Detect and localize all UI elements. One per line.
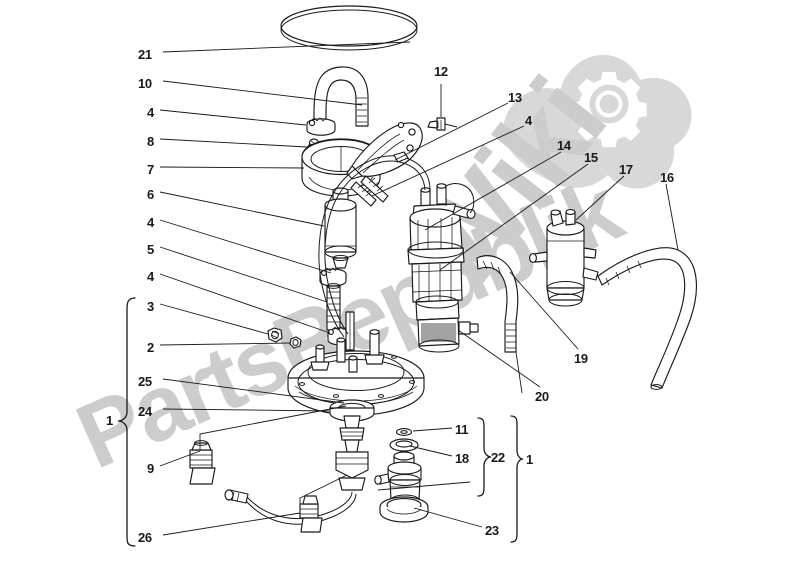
- part-4-clamp-upper: [306, 117, 336, 136]
- part-4-corrugated-tube: [326, 283, 341, 331]
- callout-1-left: 1: [106, 413, 113, 428]
- callout-7: 7: [147, 162, 154, 177]
- callout-24: 24: [138, 404, 152, 419]
- part-3-nut: [267, 327, 283, 343]
- callout-10: 10: [138, 76, 152, 91]
- callout-17: 17: [619, 162, 633, 177]
- callout-22: 22: [491, 450, 505, 465]
- callout-2: 2: [147, 340, 154, 355]
- part-16-long-hose: [597, 247, 698, 390]
- callout-5: 5: [147, 242, 154, 257]
- flange-terminals: [310, 329, 385, 373]
- callout-8: 8: [147, 134, 154, 149]
- part-19-corrugated-hose: [476, 255, 519, 353]
- part-24-union-connector: [329, 399, 375, 491]
- callout-13: 13: [508, 90, 522, 105]
- part-14-15-fuel-pump: [407, 183, 479, 353]
- part-4-screws-pair: [350, 175, 389, 207]
- watermark-gear-blob: [503, 54, 692, 189]
- callout-20: 20: [535, 389, 549, 404]
- part-17-fuel-filter-right: [529, 209, 599, 307]
- part-12-bolt: [427, 117, 458, 131]
- callout-1-right: 1: [526, 452, 533, 467]
- part-9-connector-valve: [189, 440, 216, 485]
- callout-14: 14: [557, 138, 571, 153]
- callout-9: 9: [147, 461, 154, 476]
- callout-4-right: 4: [525, 113, 532, 128]
- callout-25: 25: [138, 374, 152, 389]
- callout-19: 19: [574, 351, 588, 366]
- part-26-fuel-line: [224, 489, 357, 533]
- callout-6: 6: [147, 187, 154, 202]
- brackets: [117, 297, 524, 547]
- part-23-retaining-ring: [379, 496, 429, 523]
- callout-18: 18: [455, 451, 469, 466]
- callout-3: 3: [147, 299, 154, 314]
- part-22-pressure-regulator: [374, 451, 422, 506]
- callout-12: 12: [434, 64, 448, 79]
- callout-26: 26: [138, 530, 152, 545]
- callout-4-lower: 4: [147, 269, 154, 284]
- part-2-washer: [289, 336, 302, 349]
- part-18-seal-washer: [389, 438, 419, 452]
- part-13-pump-wires: [318, 151, 476, 338]
- callout-4-mid: 4: [147, 215, 154, 230]
- callout-15: 15: [584, 150, 598, 165]
- part-21-oring: [280, 5, 418, 51]
- callout-16: 16: [660, 170, 674, 185]
- callout-21: 21: [138, 47, 152, 62]
- gear-icon: [571, 72, 647, 148]
- leader-lines: [159, 41, 679, 536]
- callout-11: 11: [455, 422, 469, 437]
- part-11-oring-small: [395, 428, 413, 436]
- part-25-flange-plate: [287, 311, 425, 416]
- callout-23: 23: [485, 523, 499, 538]
- callout-4-upper: 4: [147, 105, 154, 120]
- part-6-fuel-filter: [324, 187, 357, 269]
